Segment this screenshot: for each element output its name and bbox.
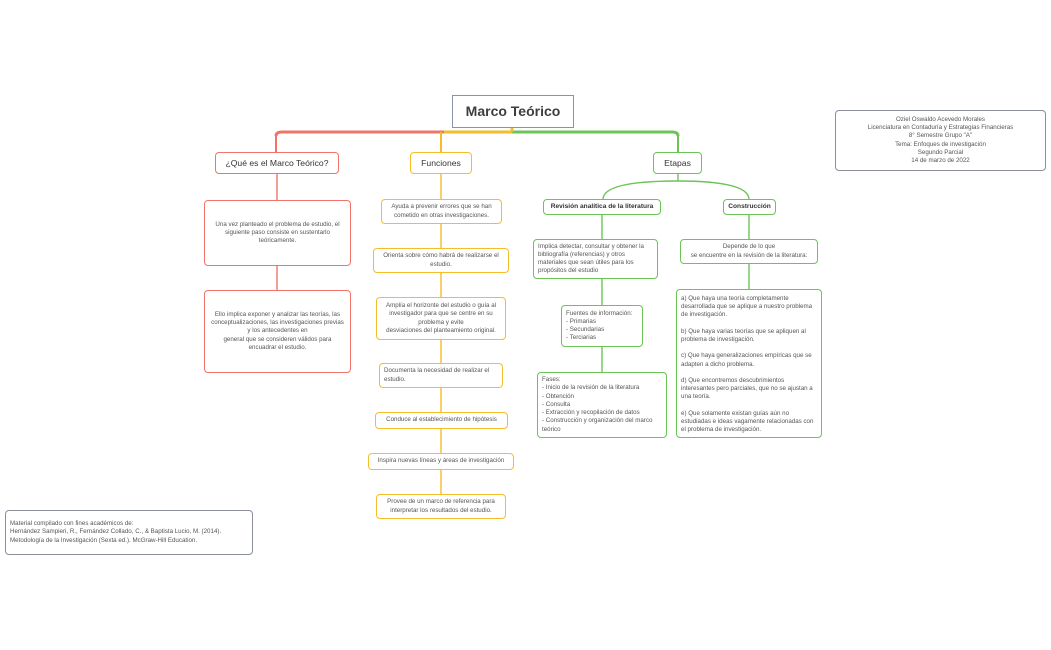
revision-item-2: Fuentes de información: - Primarias - Se… [561, 305, 643, 347]
revision-item-1: Implica detectar, consultar y obtener la… [533, 239, 658, 279]
funcion-item-6: Inspira nuevas líneas y áreas de investi… [368, 453, 514, 470]
etapa-construccion[interactable]: Construcción [723, 199, 776, 215]
construccion-item-1: Depende de lo que se encuentre en la rev… [680, 239, 818, 264]
construccion-item-2: a) Que haya una teoría completamente des… [676, 289, 822, 438]
funcion-item-7: Provee de un marco de referencia para in… [376, 494, 506, 519]
funcion-item-1: Ayuda a prevenir errores que se han come… [381, 199, 502, 224]
funcion-item-4: Documenta la necesidad de realizar el es… [379, 363, 503, 388]
etapa-revision[interactable]: Revisión analítica de la literatura [543, 199, 661, 215]
author-info-box: Oziel Oswaldo Acevedo Morales Licenciatu… [835, 110, 1046, 171]
branch-etapas[interactable]: Etapas [653, 152, 702, 174]
source-reference-box: Material compilado con fines académicos … [5, 510, 253, 555]
que-es-item-1: Una vez planteado el problema de estudio… [204, 200, 351, 266]
revision-item-3: Fases: - Inicio de la revisión de la lit… [537, 372, 667, 438]
funcion-item-2: Orienta sobre cómo habrá de realizarse e… [373, 248, 509, 273]
que-es-item-2: Ello implica exponer y analizar las teor… [204, 290, 351, 373]
funcion-item-5: Conduce al establecimiento de hipótesis [375, 412, 508, 429]
branch-que-es[interactable]: ¿Qué es el Marco Teórico? [215, 152, 339, 174]
funcion-item-3: Amplía el horizonte del estudio o guía a… [376, 297, 506, 340]
branch-funciones[interactable]: Funciones [410, 152, 472, 174]
page-title: Marco Teórico [452, 95, 574, 128]
